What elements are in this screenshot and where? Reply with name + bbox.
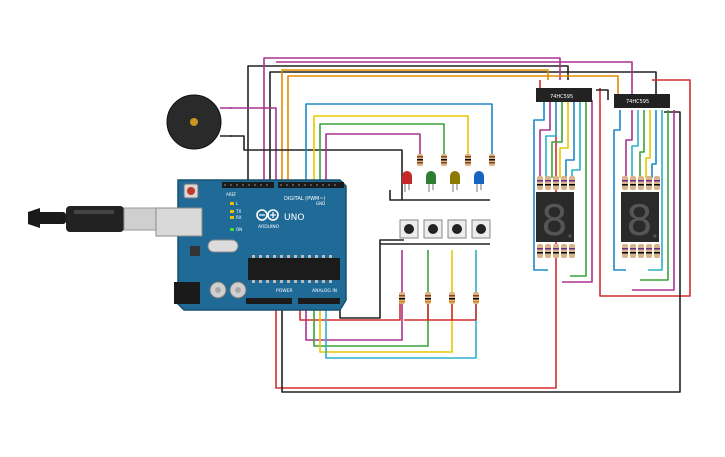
wire-sr2-8[interactable] <box>632 110 675 291</box>
arduino-brand-label: ARDUINO <box>258 224 280 230</box>
power-jack <box>174 282 200 304</box>
wire-sr2-6[interactable] <box>648 110 663 271</box>
wire-black-top-2[interactable] <box>269 71 657 180</box>
led-resistor-3[interactable] <box>465 154 471 166</box>
wire-green-led[interactable] <box>319 123 445 180</box>
wire-magenta-top-2[interactable] <box>230 107 277 180</box>
button-resistor-4[interactable] <box>473 292 479 304</box>
wire-sr2-2[interactable] <box>631 110 639 178</box>
rx-label: RX <box>236 215 242 220</box>
wire-sr1-9[interactable] <box>562 100 593 283</box>
pushbutton-3[interactable] <box>447 219 467 239</box>
shift-register-left[interactable]: 74HC595 <box>536 88 592 102</box>
piezo-buzzer[interactable] <box>166 94 232 150</box>
crystal <box>207 239 239 253</box>
wire-sr1-5[interactable] <box>565 100 575 178</box>
wire-red-right[interactable] <box>599 79 691 297</box>
rx-led <box>230 216 234 219</box>
arduino-logo-icon <box>256 209 279 221</box>
l-led <box>230 202 234 205</box>
tx-label: TX <box>235 209 241 214</box>
seg-left-bottom-resistors <box>537 244 575 258</box>
wire-sr1-3[interactable] <box>551 100 563 178</box>
button-resistor-2[interactable] <box>425 292 431 304</box>
pushbutton-1[interactable] <box>399 219 419 239</box>
wire-orange-top[interactable] <box>281 69 549 180</box>
arduino-uno-board[interactable]: DIGITAL (PWM~) AREF L TX RX UNO ARDUINO … <box>155 179 347 311</box>
button-resistor-1[interactable] <box>399 292 405 304</box>
wire-sr1-8[interactable] <box>570 100 587 277</box>
analog-header <box>298 298 340 304</box>
wire-sr1-2[interactable] <box>545 100 557 178</box>
seven-segment-left[interactable]: 8 <box>536 176 575 258</box>
pushbutton-group <box>399 219 491 304</box>
reset-button-cap <box>187 187 195 195</box>
pushbutton-4[interactable] <box>471 219 491 239</box>
seven-segment-right[interactable]: 8 <box>621 176 660 258</box>
atmega-chip <box>248 258 340 280</box>
uno-label: UNO <box>284 213 304 223</box>
wire-sr1-7[interactable] <box>533 100 548 271</box>
led-resistor-4[interactable] <box>489 154 495 166</box>
wire-magenta-led[interactable] <box>325 133 421 180</box>
seg-left-top-resistors <box>537 176 575 190</box>
analog-in-label: ANALOG IN <box>312 288 337 294</box>
wire-sr2-9[interactable] <box>613 110 626 271</box>
power-header <box>246 298 292 304</box>
wire-magenta-top-3[interactable] <box>276 61 633 96</box>
led-resistor-2[interactable] <box>441 154 447 166</box>
led-yellow[interactable] <box>450 171 460 192</box>
led-blue[interactable] <box>474 171 484 192</box>
aref-label: AREF <box>226 192 237 197</box>
wire-black-led-gnd[interactable] <box>389 190 490 201</box>
wire-sr1-1[interactable] <box>539 100 551 178</box>
seven-segment-right-digit: 8 <box>626 196 653 245</box>
gnd-label: GND <box>316 201 325 206</box>
pushbutton-2[interactable] <box>423 219 443 239</box>
wire-blue-led[interactable] <box>305 103 493 180</box>
wire-yellow-led[interactable] <box>313 115 469 180</box>
tx-led <box>230 210 234 213</box>
wire-sr2-7[interactable] <box>640 110 669 281</box>
on-led <box>230 228 234 231</box>
wire-sr1-4[interactable] <box>559 100 569 178</box>
on-label: ON <box>236 227 242 232</box>
wire-orange-top-2[interactable] <box>287 75 619 180</box>
seg-right-top-resistors <box>622 176 660 190</box>
l-label: L <box>236 201 239 206</box>
led-green[interactable] <box>426 171 436 192</box>
shift-register-left-label: 74HC595 <box>550 94 573 100</box>
wire-sr-link[interactable] <box>596 89 609 100</box>
led-group <box>402 154 495 192</box>
wire-sr2-1[interactable] <box>625 110 633 178</box>
wire-magenta-top[interactable] <box>263 57 561 180</box>
wire-black-buzzer[interactable] <box>230 135 403 200</box>
power-label: POWER <box>276 288 293 294</box>
usb-chip <box>190 246 200 256</box>
wire-black-buttons[interactable] <box>339 239 404 319</box>
usb-cable[interactable] <box>28 206 159 232</box>
wire-black-top[interactable] <box>247 65 569 180</box>
button-resistor-3[interactable] <box>449 292 455 304</box>
led-resistor-1[interactable] <box>417 154 423 166</box>
usb-jack <box>155 207 203 237</box>
shift-register-right[interactable]: 74HC595 <box>614 94 670 108</box>
wire-sr2-3[interactable] <box>639 110 645 178</box>
wire-sr2-4[interactable] <box>645 110 651 178</box>
digital-pwm-label: DIGITAL (PWM~) <box>284 196 326 202</box>
seg-right-bottom-resistors <box>622 244 660 258</box>
wire-sr2-5[interactable] <box>651 110 657 178</box>
wire-sr1-6[interactable] <box>571 100 581 178</box>
led-red[interactable] <box>402 171 412 192</box>
shift-register-right-label: 74HC595 <box>626 99 649 105</box>
seven-segment-left-digit: 8 <box>541 196 568 245</box>
